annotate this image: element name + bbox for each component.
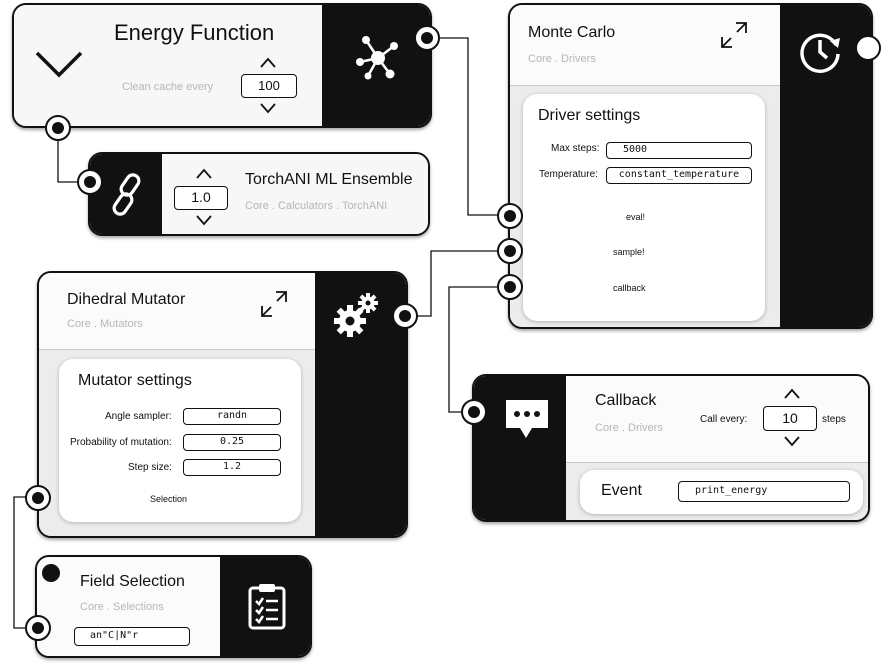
temperature-label: Temperature: — [539, 169, 598, 180]
call-every-input[interactable]: 10 — [763, 406, 817, 431]
wire-energy-to-eval — [440, 37, 508, 216]
mutator-settings-title: Mutator settings — [78, 372, 192, 389]
probability-input[interactable]: 0.25 — [183, 434, 281, 451]
gears-icon — [334, 293, 378, 337]
field-selection-output-port[interactable] — [25, 615, 51, 641]
field-selection-path: Core . Selections — [80, 601, 164, 613]
wire-sample-to-dihedral — [405, 250, 508, 317]
history-icon — [800, 33, 840, 74]
clean-cache-increment[interactable] — [258, 56, 278, 70]
call-every-label: Call every: — [700, 414, 748, 425]
temperature-input[interactable]: constant_temperature — [606, 167, 752, 184]
callback-input-port[interactable] — [461, 399, 487, 425]
expand-icon[interactable] — [259, 289, 289, 319]
chevron-down-icon[interactable] — [34, 50, 84, 80]
link-icon — [112, 173, 141, 216]
event-input[interactable]: print_energy — [678, 481, 850, 502]
monte-carlo-energy-port[interactable] — [855, 35, 881, 61]
torchani-node[interactable]: 1.0 TorchANI ML Ensemble Core . Calculat… — [88, 152, 430, 236]
dihedral-mutator-path: Core . Mutators — [67, 318, 143, 330]
torchani-increment[interactable] — [194, 167, 214, 181]
field-selection-input[interactable]: an"C|N"r — [74, 627, 190, 646]
step-size-input[interactable]: 1.2 — [183, 459, 281, 476]
dihedral-mutator-node[interactable]: Dihedral Mutator Core . Mutators Mutator… — [37, 271, 408, 538]
selection-label: Selection — [150, 494, 188, 504]
field-selection-node[interactable]: Field Selection Core . Selections an"C|N… — [35, 555, 312, 658]
field-selection-title: Field Selection — [80, 573, 185, 590]
call-every-increment[interactable] — [782, 387, 802, 401]
network-icon — [356, 36, 398, 80]
torchani-value-input[interactable]: 1.0 — [174, 186, 228, 210]
clean-cache-label: Clean cache every — [122, 81, 214, 93]
mutator-settings-panel: Mutator settings Angle sampler: randn Pr… — [59, 359, 301, 522]
driver-settings-panel: Driver settings Max steps: 5000 Temperat… — [523, 94, 765, 321]
callback-port[interactable] — [497, 274, 523, 300]
steps-label: steps — [822, 414, 846, 425]
energy-output-port[interactable] — [414, 25, 440, 51]
torchani-title: TorchANI ML Ensemble — [245, 171, 413, 188]
field-selection-status-dot — [42, 564, 60, 582]
eval-port[interactable] — [497, 203, 523, 229]
driver-settings-title: Driver settings — [538, 107, 641, 124]
event-sample-label: sample! — [613, 247, 645, 257]
clipboard-icon — [248, 584, 286, 630]
callback-node[interactable]: Callback Core . Drivers Call every: 10 s… — [472, 374, 870, 522]
dihedral-mutator-title: Dihedral Mutator — [67, 291, 186, 308]
chat-bubble-icon — [506, 400, 548, 438]
probability-label: Probability of mutation: — [70, 437, 172, 448]
energy-calculator-port[interactable] — [45, 115, 71, 141]
angle-sampler-input[interactable]: randn — [183, 408, 281, 425]
energy-function-node[interactable]: Energy Function Clean cache every 100 — [12, 3, 432, 128]
monte-carlo-title: Monte Carlo — [528, 24, 616, 41]
event-label: Event — [601, 482, 642, 499]
monte-carlo-path: Core . Drivers — [528, 53, 596, 65]
selection-port[interactable] — [25, 485, 51, 511]
call-every-decrement[interactable] — [782, 434, 802, 448]
callback-event-panel: Event print_energy — [580, 470, 863, 514]
event-eval-label: eval! — [626, 212, 646, 222]
torchani-decrement[interactable] — [194, 213, 214, 227]
expand-icon[interactable] — [719, 20, 749, 50]
clean-cache-decrement[interactable] — [258, 101, 278, 115]
callback-title: Callback — [595, 392, 657, 409]
dihedral-input-port[interactable] — [392, 303, 418, 329]
monte-carlo-node[interactable]: Monte Carlo Core . Drivers Driver settin… — [508, 3, 873, 329]
torchani-input-port[interactable] — [77, 169, 103, 195]
event-callback-label: callback — [613, 283, 646, 293]
callback-path: Core . Drivers — [595, 422, 663, 434]
torchani-path: Core . Calculators . TorchANI — [245, 200, 388, 212]
sample-port[interactable] — [497, 238, 523, 264]
clean-cache-input[interactable]: 100 — [241, 74, 297, 98]
energy-function-title: Energy Function — [114, 20, 275, 45]
max-steps-label: Max steps: — [551, 143, 600, 154]
step-size-label: Step size: — [128, 462, 172, 473]
angle-sampler-label: Angle sampler: — [105, 411, 172, 422]
max-steps-input[interactable]: 5000 — [606, 142, 752, 159]
